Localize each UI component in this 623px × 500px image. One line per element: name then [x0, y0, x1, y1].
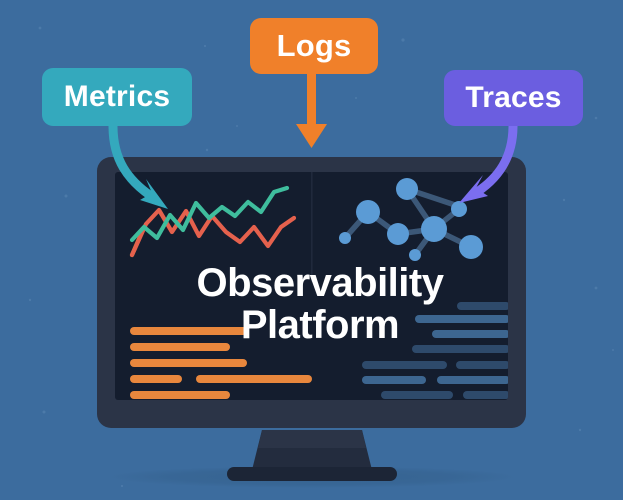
logs-arrow: [296, 72, 327, 148]
trace-node-graph: [339, 178, 483, 261]
callout-chip-metrics[interactable]: Metrics: [42, 68, 192, 126]
callout-chip-logs[interactable]: Logs: [250, 18, 378, 74]
background-speckles: [28, 26, 614, 488]
callout-label-logs: Logs: [276, 28, 352, 63]
traces-arrow: [459, 121, 518, 203]
callout-chip-traces[interactable]: Traces: [444, 70, 583, 126]
screen-content: [129, 172, 508, 399]
metrics-arrow: [108, 121, 168, 209]
trace-nodes: [339, 178, 483, 261]
metrics-series-teal: [129, 185, 290, 243]
screen-title-line-2: Platform: [240, 303, 400, 348]
callout-label-metrics: Metrics: [63, 80, 171, 113]
log-lines-blue: [362, 302, 508, 399]
metrics-line-chart: [129, 185, 297, 258]
monitor-stand-neck-highlight: [258, 430, 366, 448]
screen-title: Observability Platform: [130, 262, 510, 347]
log-lines-orange: [130, 327, 312, 399]
callout-label-traces: Traces: [465, 81, 562, 114]
monitor-base: [227, 467, 397, 481]
screen-title-line-1: Observability: [196, 261, 444, 305]
panel-divider: [311, 172, 313, 282]
